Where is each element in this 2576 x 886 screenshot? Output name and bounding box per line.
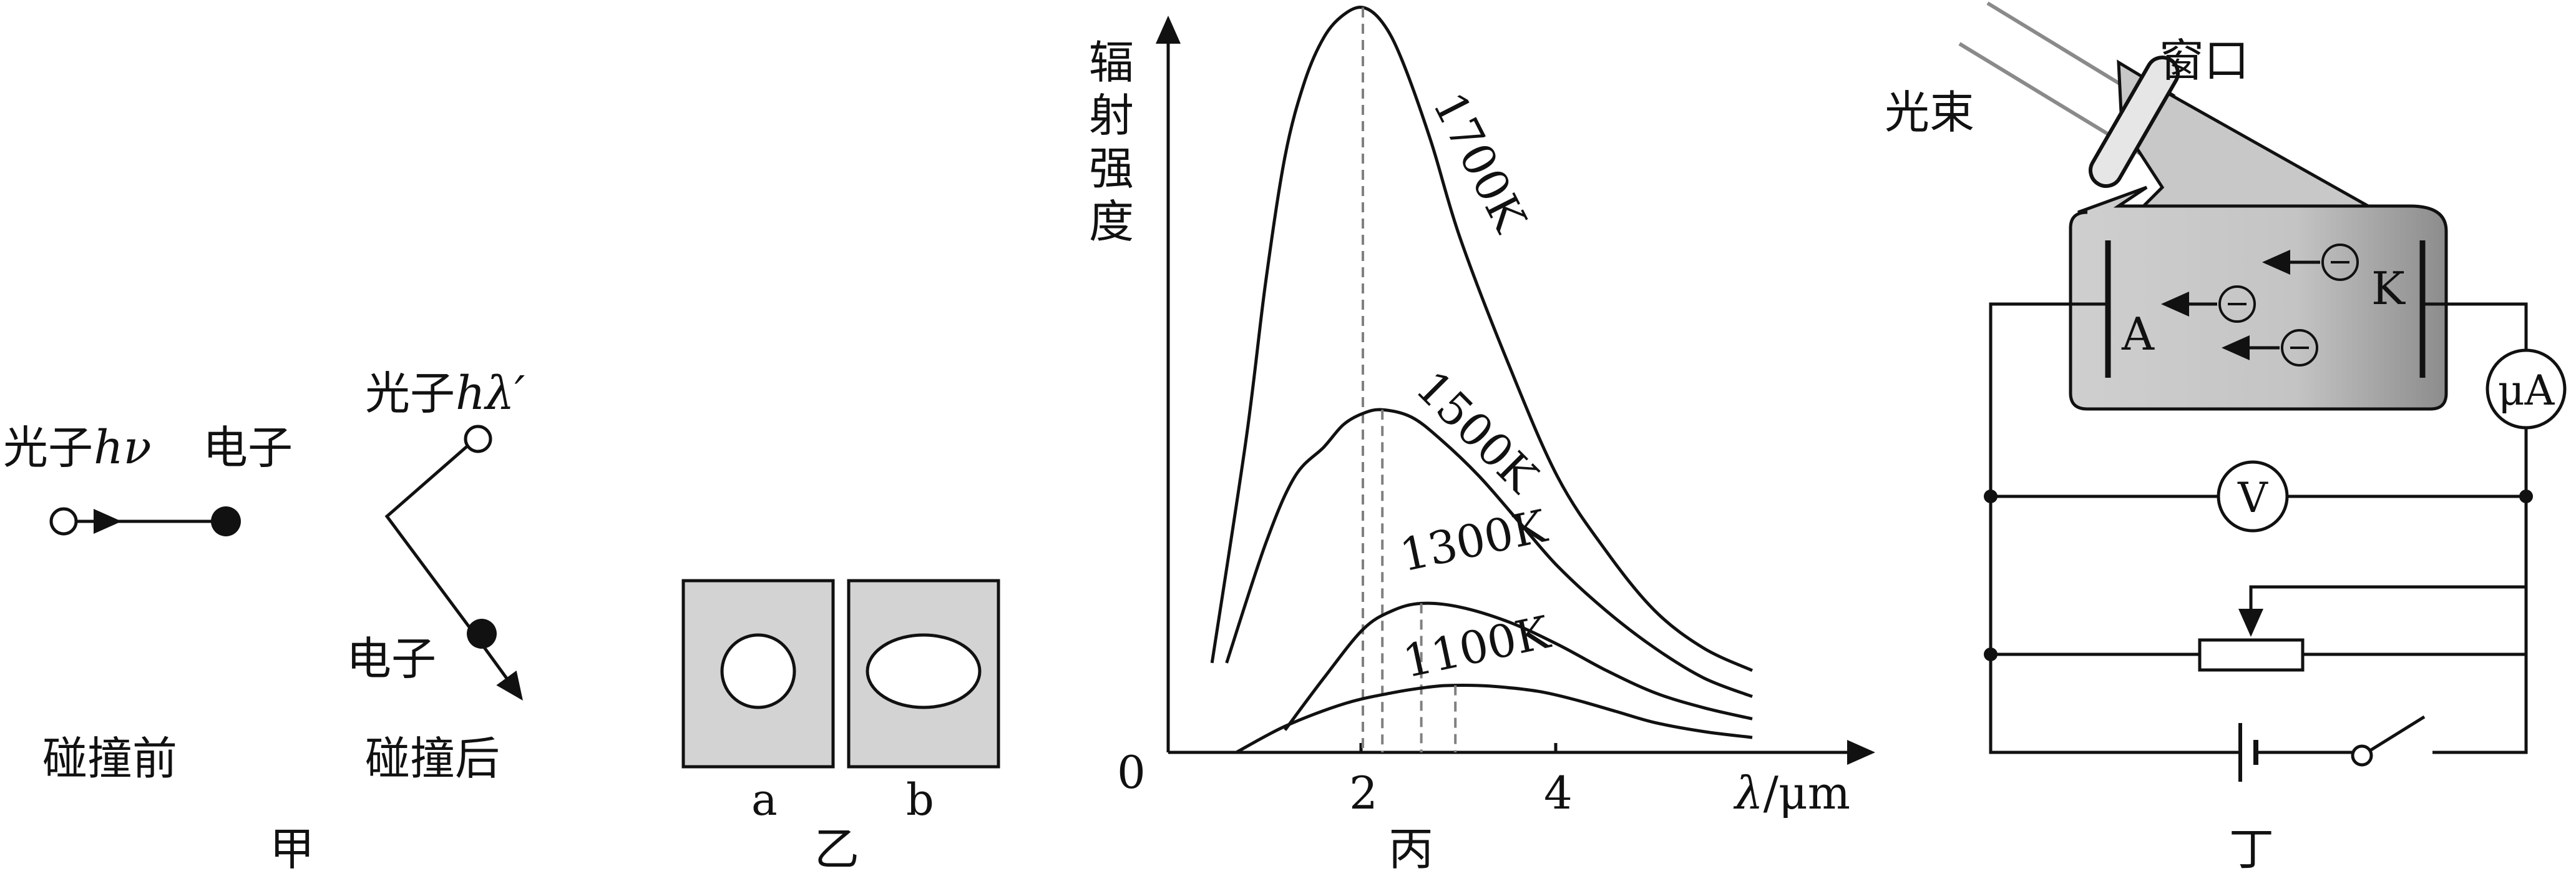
series-label-1300K: 1300K bbox=[1395, 500, 1551, 582]
voltmeter-label: V bbox=[2237, 474, 2268, 522]
right-wire bbox=[2432, 428, 2528, 754]
anode-label: A bbox=[2121, 308, 2155, 360]
switch-lever bbox=[2369, 715, 2426, 752]
y-label-2: 射 bbox=[1089, 89, 1134, 142]
y-label-1: 辐 bbox=[1089, 36, 1134, 89]
left-wire bbox=[1989, 302, 2240, 754]
panel-jia: 光子 hν 电子 碰撞前 光子 hλ′ 电子 碰撞后 甲 bbox=[3, 367, 525, 875]
rheostat bbox=[2198, 638, 2305, 672]
series-line-1700K bbox=[1210, 6, 1754, 672]
label-a: a bbox=[751, 774, 778, 825]
right-wire-top bbox=[2422, 302, 2528, 351]
circle-pattern bbox=[720, 633, 796, 709]
caption-jia: 甲 bbox=[270, 823, 315, 875]
voltmeter bbox=[2217, 460, 2289, 533]
after-photon-symbol: hλ′ bbox=[456, 367, 525, 420]
photon-dot-before bbox=[49, 507, 78, 536]
origin-label: 0 bbox=[1117, 746, 1146, 799]
electron-2 bbox=[2218, 285, 2256, 323]
series-label-1100K: 1100K bbox=[1398, 606, 1554, 688]
series-line-1500K bbox=[1225, 408, 1753, 698]
after-electron-label: 电子 bbox=[346, 633, 436, 685]
series-line-1100K bbox=[1236, 683, 1753, 754]
label-b: b bbox=[906, 774, 934, 825]
electron-1 bbox=[2321, 244, 2359, 281]
before-photon-symbol: hν bbox=[94, 421, 152, 475]
x-tick-label-2: 2 bbox=[1349, 767, 1378, 819]
caption-ding: 丁 bbox=[2229, 823, 2274, 875]
y-label-4: 度 bbox=[1089, 195, 1134, 248]
vacuum-tube bbox=[2069, 185, 2448, 411]
x-tick-label-4: 4 bbox=[1544, 767, 1573, 819]
y-label-3: 强 bbox=[1089, 142, 1134, 195]
series-line-1300K bbox=[1284, 601, 1753, 731]
series-label-1700K: 1700K bbox=[1423, 84, 1537, 240]
ammeter-label: μA bbox=[2498, 367, 2555, 415]
beam-label: 光束 bbox=[1885, 86, 1974, 139]
caption-yi: 乙 bbox=[814, 823, 859, 875]
ammeter bbox=[2486, 348, 2567, 430]
cathode-label: K bbox=[2371, 262, 2406, 315]
before-electron-label: 电子 bbox=[203, 421, 293, 474]
after-collision-label: 碰撞后 bbox=[365, 732, 500, 785]
photon-dot-after bbox=[464, 425, 492, 453]
after-paths bbox=[384, 438, 477, 635]
rheostat-slider bbox=[2238, 585, 2526, 637]
x-axis-label: λ/μm bbox=[1733, 767, 1850, 819]
window bbox=[2089, 56, 2180, 188]
junction-1 bbox=[1984, 490, 1998, 503]
panel-yi: a b 乙 bbox=[681, 579, 1000, 875]
switch-pivot bbox=[2351, 744, 2373, 767]
junction-2 bbox=[2519, 490, 2533, 503]
after-photon-label: 光子 bbox=[365, 367, 455, 420]
caption-bing: 丙 bbox=[1388, 823, 1433, 875]
electron-dot-after bbox=[467, 619, 497, 649]
electron-dot-before bbox=[211, 506, 241, 536]
electron-3 bbox=[2281, 329, 2318, 367]
panel-bing: 辐 射 强 度 0 2 4 λ/μm 1700K1500K1300K1100K … bbox=[1089, 6, 1875, 875]
panel-ding: A K μA V bbox=[1885, 1, 2567, 875]
ellipse-pattern bbox=[866, 633, 982, 709]
series-label-1500K: 1500K bbox=[1406, 361, 1548, 503]
window-label: 窗口 bbox=[2159, 34, 2249, 87]
before-collision-label: 碰撞前 bbox=[42, 732, 177, 785]
before-photon-label: 光子 bbox=[3, 421, 93, 474]
